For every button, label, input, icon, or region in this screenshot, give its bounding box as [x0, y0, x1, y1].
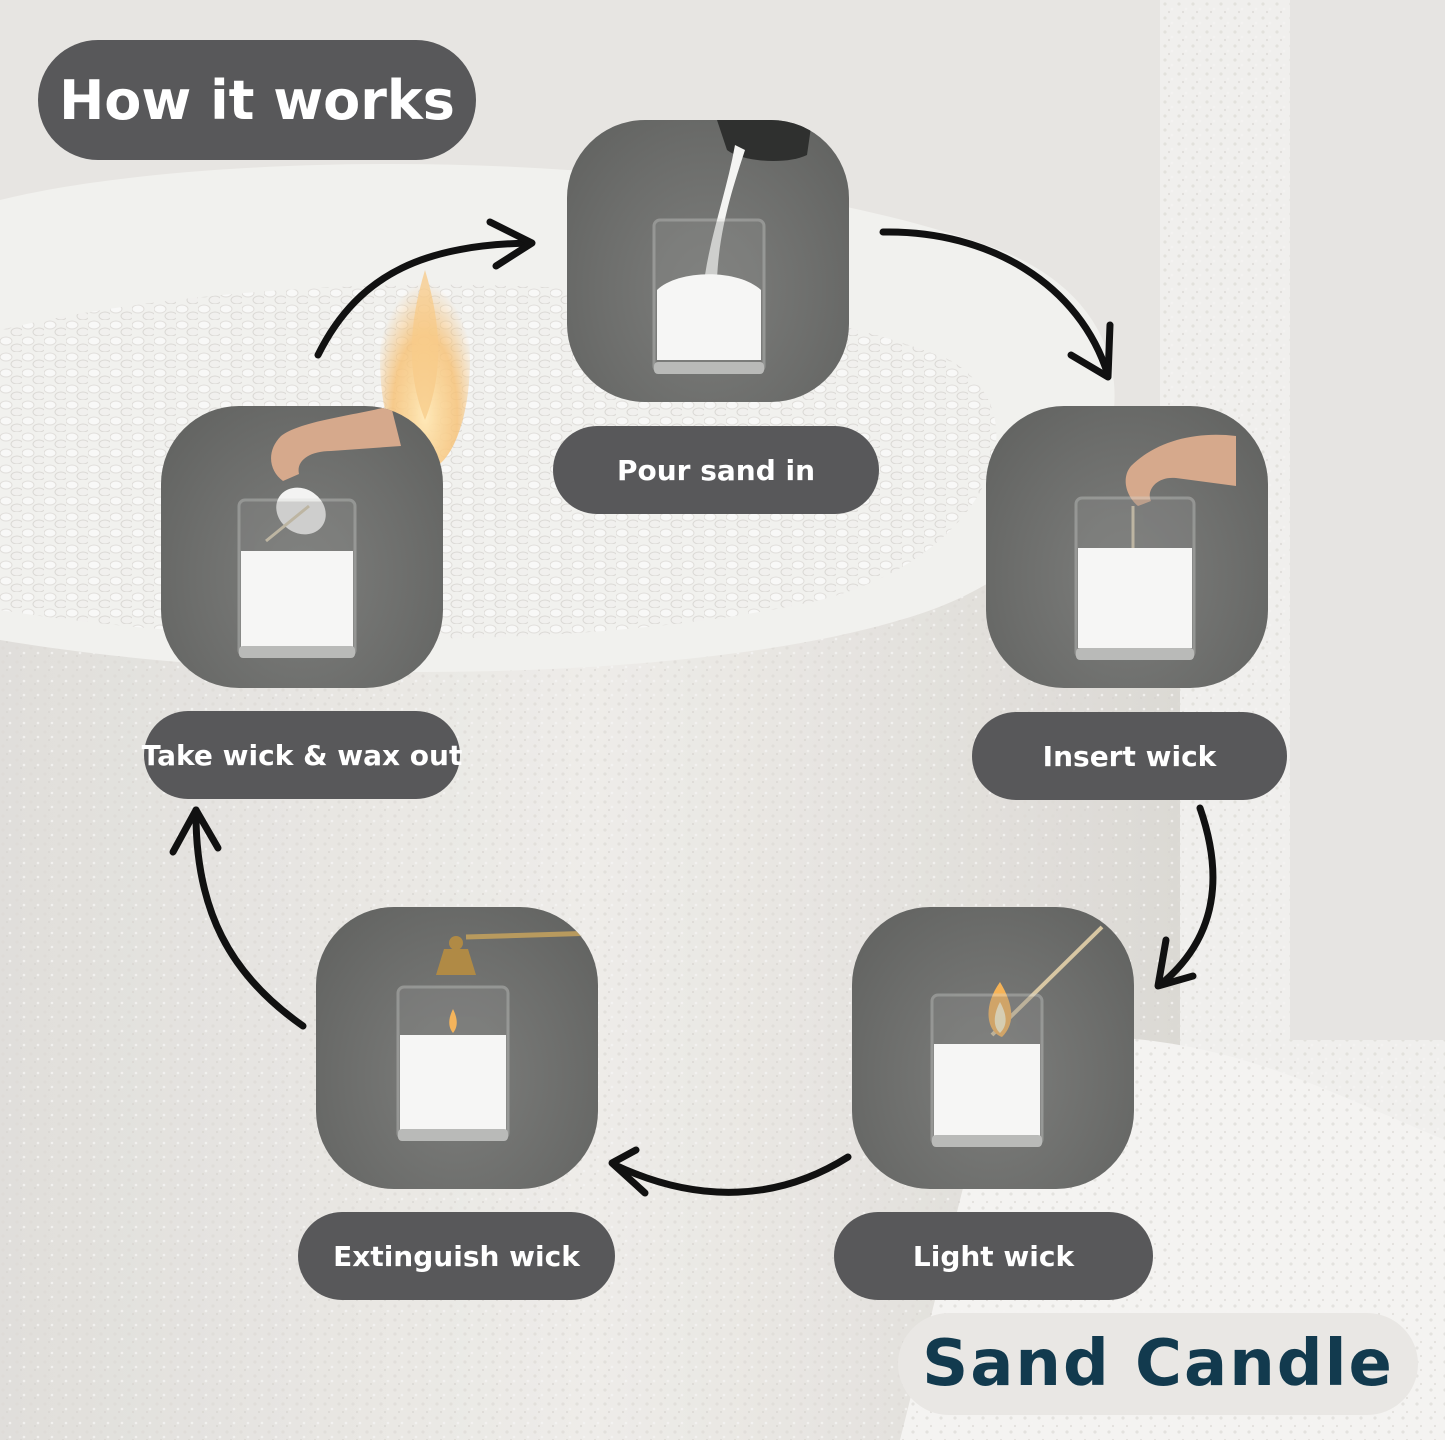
- step-label-insert-wick: Insert wick: [972, 712, 1287, 800]
- extinguish-wick-photo: [316, 907, 598, 1189]
- step-label-extinguish-wick: Extinguish wick: [298, 1212, 615, 1300]
- arrow-pour-to-insert: [879, 228, 1114, 381]
- step-label-take-wick-out: Take wick & wax out: [142, 711, 462, 799]
- light-wick-photo: [852, 907, 1134, 1189]
- page-title: How it works: [38, 40, 476, 160]
- arrow-insert-to-light: [1154, 804, 1217, 990]
- brand-badge: Sand Candle: [898, 1313, 1418, 1415]
- pour-sand-photo: [567, 120, 849, 402]
- arrow-take-to-pour: [314, 218, 536, 359]
- step-label-pour-sand: Pour sand in: [553, 426, 879, 514]
- step-label-light-wick: Light wick: [834, 1212, 1153, 1300]
- arrow-extinguish-to-take: [169, 806, 307, 1030]
- arrow-light-to-extinguish: [608, 1146, 852, 1197]
- brand-name: Sand Candle: [922, 1327, 1394, 1401]
- take-wick-out-photo: [161, 406, 443, 688]
- insert-wick-photo: [986, 406, 1268, 688]
